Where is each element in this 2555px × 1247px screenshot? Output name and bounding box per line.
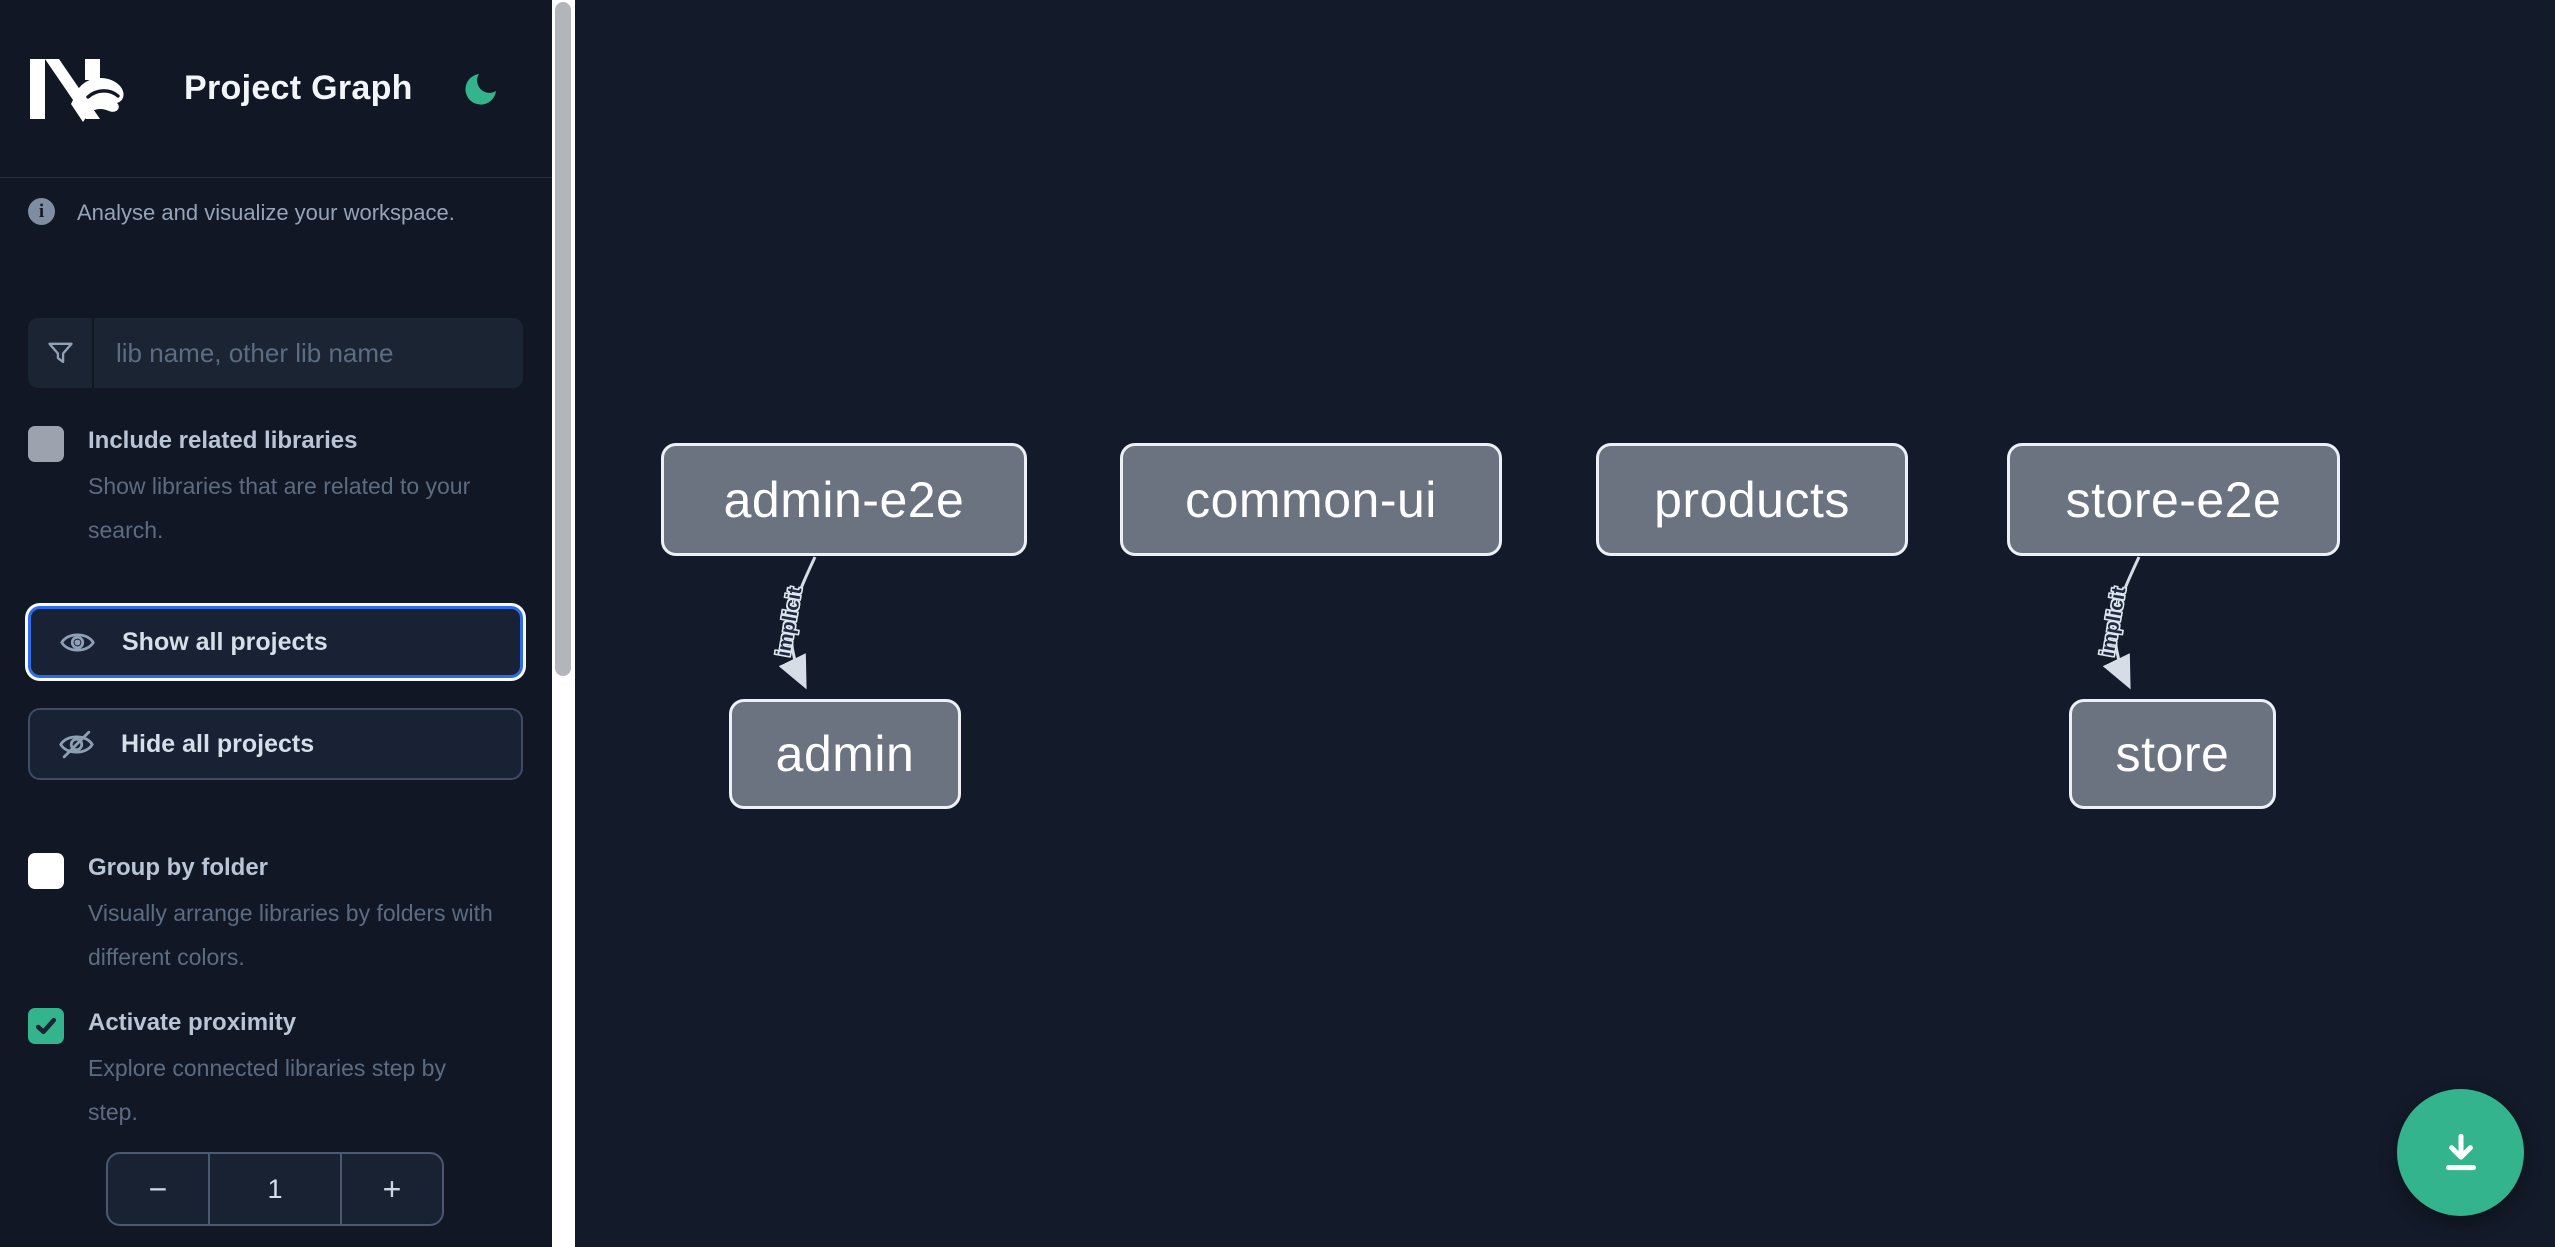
dependency-edges [778,556,2141,690]
export-image-button[interactable] [2397,1089,2524,1216]
project-graph-canvas[interactable]: implicit implicit admin-e2e common-ui pr… [575,0,2555,1247]
include-related-checkbox[interactable] [28,426,64,462]
info-icon [28,198,55,225]
graph-node-store-e2e[interactable]: store-e2e [2007,443,2340,556]
graph-node-store[interactable]: store [2069,699,2276,809]
eye-icon [60,632,95,652]
sidebar-header: Project Graph [0,0,552,178]
proximity-depth-value[interactable]: 1 [208,1154,342,1224]
proximity-increment-button[interactable]: + [342,1154,442,1224]
check-icon [35,1017,57,1035]
sidebar-scrollbar-track [552,0,575,1247]
activate-proximity-label: Activate proximity [88,1009,297,1036]
proximity-depth-stepper: − 1 + [106,1152,444,1226]
show-all-projects-label: Show all projects [122,627,328,656]
activate-proximity-checkbox[interactable] [28,1008,64,1044]
project-filter [28,318,523,388]
group-by-folder-checkbox[interactable] [28,853,64,889]
hide-all-projects-label: Hide all projects [121,729,315,758]
nx-logo-icon [30,58,124,122]
eye-off-icon [59,730,94,758]
activate-proximity-description: Explore connected libraries step by step… [88,1055,446,1125]
download-icon [2445,1133,2476,1170]
edge-store-e2e-to-store [2102,556,2141,690]
show-all-projects-button[interactable]: Show all projects [28,606,523,678]
include-related-setting: Include related libraries Show libraries… [28,424,498,552]
group-by-folder-description: Visually arrange libraries by folders wi… [88,900,493,970]
filter-input[interactable] [94,318,523,388]
edge-admin-e2e-to-admin [778,556,817,690]
include-related-description: Show libraries that are related to your … [88,473,471,543]
graph-node-admin[interactable]: admin [729,699,961,809]
graph-node-common-ui[interactable]: common-ui [1120,443,1502,556]
tagline-text: Analyse and visualize your workspace. [77,200,455,225]
activate-proximity-setting: Activate proximity Explore connected lib… [28,1006,498,1134]
funnel-icon [28,318,94,388]
workspace-tagline: Analyse and visualize your workspace. [28,198,522,228]
theme-toggle-button[interactable] [459,67,503,111]
graph-node-admin-e2e[interactable]: admin-e2e [661,443,1027,556]
graph-node-products[interactable]: products [1596,443,1908,556]
page-title: Project Graph [184,69,413,107]
sidebar-scrollbar-thumb[interactable] [555,2,571,676]
hide-all-projects-button[interactable]: Hide all projects [28,708,523,780]
proximity-decrement-button[interactable]: − [108,1154,208,1224]
moon-icon [465,73,496,105]
include-related-label: Include related libraries [88,427,358,454]
sidebar: Project Graph Analyse and visualize your… [0,0,552,1247]
group-by-folder-label: Group by folder [88,854,268,881]
group-by-folder-setting: Group by folder Visually arrange librari… [28,851,498,979]
